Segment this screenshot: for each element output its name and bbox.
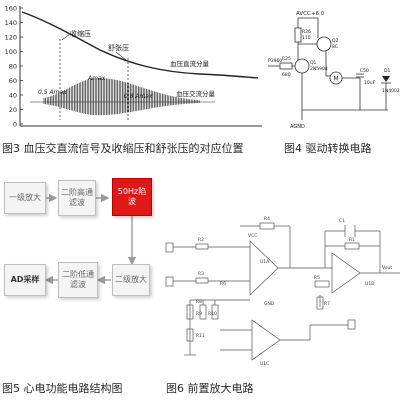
fig6-input-connector-2 [165, 276, 174, 287]
fig6-label-vout: Vout [382, 265, 392, 271]
fig6-input-connector-1 [165, 242, 174, 253]
fig5-block-amp2: 二级放大 [112, 264, 150, 296]
fig3-y-tick-label: 120 [5, 34, 17, 42]
fig3-ac-oscillation [30, 78, 215, 116]
fig3-y-tick-label: 60 [9, 77, 17, 85]
svg-text:M: M [334, 76, 339, 83]
fig6-label-vcc: VCC [248, 233, 257, 239]
svg-text:P3960: P3960 [268, 58, 282, 64]
svg-text:Q2: Q2 [332, 38, 339, 44]
fig3-label-08: 0.8 Amax [124, 93, 153, 100]
fig3-y-tick-label: 0 [13, 121, 17, 129]
fig6-label-r7: R7 [324, 301, 330, 307]
svg-text:R25: R25 [282, 56, 291, 62]
fig4-vcc-label: AVCC+6.0 [296, 11, 325, 17]
fig6-label-u1a: U1A [260, 259, 270, 265]
svg-text:8C: 8C [332, 44, 338, 50]
fig3-y-tick-label: 140 [5, 19, 17, 27]
fig3-label-05: 0.5 Amax [38, 89, 67, 96]
fig3-dc-curve [21, 11, 259, 79]
fig6-label-r8: R8 [196, 299, 202, 305]
svg-text:110: 110 [302, 35, 311, 41]
fig5-block-notch: 50Hz陷波 [112, 178, 152, 216]
svg-text:1N4002: 1N4002 [382, 88, 400, 94]
svg-text:2N5904: 2N5904 [310, 66, 328, 72]
fig4-gnd-label: AGND [290, 124, 305, 130]
fig6-caption: 图6 前置放大电路 [166, 382, 254, 395]
fig6-opamp-u1b [331, 252, 361, 294]
fig5-block-amp1: 一级放大 [4, 182, 46, 214]
fig3-label-systolic: 收缩压 [70, 29, 91, 38]
fig3-y-tick-label: 80 [9, 63, 17, 71]
svg-text:10uF: 10uF [364, 80, 376, 86]
fig6-label-r11: R11 [196, 333, 205, 339]
fig6-schematic: C1 R1 R2 R3 R4 R5 R6 R7 R8 R9 R10 R11 U1… [165, 216, 400, 367]
fig6-label-u1b: U1B [365, 281, 374, 287]
fig5-arrows [44, 193, 137, 285]
fig5-block-hpf: 二阶高通滤波 [58, 180, 96, 216]
fig3-y-tick-label: 160 [5, 5, 17, 13]
fig6-label-r6: R6 [220, 281, 226, 287]
fig5-block-adc: AD采样 [4, 264, 46, 296]
fig3-label-ac: 血压交流分量 [176, 89, 216, 98]
fig6-label-r1: R1 [349, 237, 355, 243]
fig6-label-r4: R4 [264, 216, 270, 222]
svg-text:D1: D1 [384, 68, 390, 74]
fig6-label-r10: R10 [208, 311, 217, 317]
fig5-panel: 一级放大 二阶高通滤波 50Hz陷波 AD采样 二阶低通滤波 二级放大 [0, 168, 160, 373]
fig3-y-tick-label: 100 [5, 48, 17, 56]
fig3-label-dc: 血压直流分量 [170, 59, 210, 68]
fig3-label-amax: Amax [87, 75, 106, 82]
fig6-label-r5: R5 [314, 275, 320, 281]
fig5-block-lpf: 二阶低通滤波 [58, 262, 98, 298]
fig4-panel: AVCC+6.0 R26 110 Q2 8C Q1 2N5904 P3960 R… [268, 0, 405, 135]
fig6-label-r9: R9 [196, 311, 202, 317]
fig5-caption: 图5 心电功能电路结构图 [2, 382, 123, 395]
fig3-y-tick-label: 20 [9, 106, 17, 114]
fig4-diode [382, 76, 390, 82]
svg-text:680: 680 [282, 72, 291, 78]
fig6-label-c1: C1 [339, 218, 345, 224]
svg-text:R26: R26 [302, 29, 311, 35]
fig6-opamp-u1a [249, 240, 279, 296]
fig3-waveform-chart: 160 140 120 100 80 60 40 20 0 收缩压 舒张压 血压直流分量 血压交… [5, 5, 262, 129]
fig3-y-ticks: 160 140 120 100 80 60 40 20 0 [5, 5, 23, 129]
fig6-label-gnd: GND [264, 301, 275, 307]
fig3-y-tick-label: 40 [9, 92, 17, 100]
fig3-panel: 160 140 120 100 80 60 40 20 0 收缩压 舒张压 血压直流分量 血压交… [0, 0, 270, 135]
fig4-q1 [294, 58, 310, 74]
fig6-label-r2: R2 [198, 237, 204, 243]
fig4-caption: 图4 驱动转换电路 [284, 142, 372, 155]
fig6-opamp-u1c [251, 319, 281, 361]
fig3-caption: 图3 血压交直流信号及收缩压和舒张压的对应位置 [2, 142, 244, 155]
svg-text:Q1: Q1 [310, 60, 317, 66]
fig6-panel: C1 R1 R2 R3 R4 R5 R6 R7 R8 R9 R10 R11 U1… [160, 205, 405, 375]
fig4-q2 [316, 36, 332, 52]
fig3-label-diastolic: 舒张压 [108, 43, 129, 52]
fig4-r26 [294, 27, 302, 43]
fig6-label-u1c: U1C [260, 361, 269, 367]
fig4-schematic: AVCC+6.0 R26 110 Q2 8C Q1 2N5904 P3960 R… [268, 11, 400, 130]
svg-text:C50: C50 [360, 68, 369, 74]
fig6-label-r3: R3 [198, 271, 204, 277]
